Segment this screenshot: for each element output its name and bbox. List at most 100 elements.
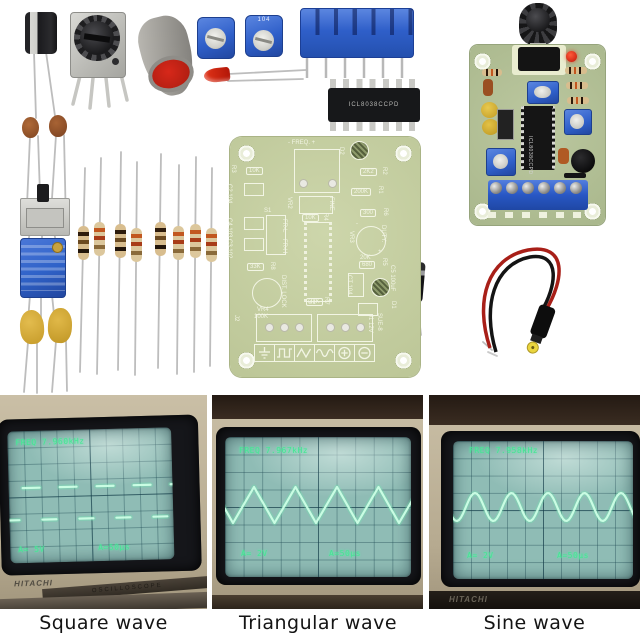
capacitor-yellow — [481, 102, 498, 118]
freq-readout: FREQ 7.958kHz — [469, 446, 539, 455]
assembled-pcb: ICL8038CCPD — [470, 45, 605, 225]
solder-pad — [295, 323, 304, 332]
triangle-wave-symbol — [294, 344, 315, 362]
time-readout: A=50µs — [557, 551, 589, 560]
graticule-center-horizontal — [225, 507, 411, 508]
pot-footprint — [294, 149, 340, 193]
resistor — [567, 97, 589, 104]
crt-screen: FREQ 7.960kHz A= 5V A=50µs — [7, 427, 175, 564]
silkscreen-label: 10K — [302, 214, 319, 222]
plus-symbol — [334, 344, 355, 362]
silkscreen-label: VR4 — [257, 307, 269, 313]
kit-components-area: 104 ICL8038CCPD — [18, 3, 605, 394]
caption-sine-wave: Sine wave — [483, 612, 586, 634]
c4-footprint — [244, 217, 264, 230]
crt-screen: FREQ 7.967kHz A= 2V A=50µs — [225, 437, 411, 577]
potentiometer-hole — [112, 58, 119, 65]
time-readout: A=50µs — [98, 542, 131, 553]
hatched-circle — [371, 278, 390, 297]
dc-barrel-plug — [526, 304, 556, 354]
resistor — [566, 82, 588, 89]
volt-readout: A= 2V — [467, 551, 494, 560]
photo-triangular-wave-scope: FREQ 7.967kHz A= 2V A=50µs — [212, 395, 423, 609]
resistor — [206, 228, 217, 262]
switch-body — [26, 208, 64, 228]
output-symbols-silkscreen — [488, 212, 588, 218]
electrolytic-capacitor — [571, 149, 595, 173]
solder-pad — [280, 323, 289, 332]
volt-readout: A= 2V — [241, 549, 268, 558]
mounting-hole — [474, 203, 491, 220]
resistor — [565, 67, 587, 74]
solder-pad — [265, 323, 274, 332]
slide-switch — [20, 198, 70, 236]
scope-brand: HITACHI — [13, 578, 54, 589]
silkscreen-label: 20K — [360, 255, 371, 261]
mounting-hole — [395, 352, 412, 369]
table-edge — [212, 595, 423, 609]
ceramic-capacitor-brown — [49, 115, 67, 137]
ic-pins-bottom — [330, 122, 418, 131]
screw-terminal — [488, 180, 588, 210]
background-shadow — [429, 395, 640, 425]
time-readout: A=50µs — [329, 549, 361, 558]
d2-hatched-circle — [350, 141, 369, 160]
silkscreen-label: + — [378, 249, 382, 255]
output-symbols-row — [230, 137, 420, 377]
silkscreen-label: 33K — [247, 263, 264, 271]
dip-ic: ICL8038CCPD — [328, 88, 420, 122]
vr3-footprint — [356, 226, 386, 256]
crt-screen: FREQ 7.958kHz A= 2V A=50µs — [453, 441, 633, 579]
trimmer-potentiometer-1 — [197, 17, 235, 59]
mounting-hole — [238, 145, 255, 162]
scope-body: FREQ 7.960kHz A= 5V A=50µs HITACHI OSCIL… — [0, 395, 207, 609]
resistor — [190, 224, 201, 258]
ic-pins-top — [330, 79, 418, 88]
scope-brand: HITACHI — [449, 595, 488, 604]
terminal-screw — [538, 182, 550, 194]
trimmer-vr2 — [527, 81, 559, 104]
terminal-screw — [554, 182, 566, 194]
silkscreen-label: 33K — [306, 298, 323, 306]
capacitor-yellow — [482, 119, 499, 135]
ceramic-capacitor-yellow — [47, 307, 73, 344]
square-wave-trace — [7, 481, 175, 524]
silkscreen-label: 2K2 — [360, 168, 377, 176]
trimmer-vr4 — [486, 148, 516, 176]
ct-footprint — [348, 273, 364, 297]
solder-pad — [326, 323, 335, 332]
silkscreen-label: 200K — [351, 188, 372, 196]
freq-readout: FREQ 7.967kHz — [239, 446, 309, 455]
ground-symbol — [254, 344, 275, 362]
terminal-screw — [570, 182, 582, 194]
vr2-footprint — [299, 196, 333, 214]
electrolytic-capacitor — [25, 12, 57, 54]
resistor — [173, 226, 184, 260]
s1-footprint — [266, 215, 286, 255]
ic-marking: ICL8038CCPD — [527, 136, 533, 175]
freq-readout: FREQ 7.960kHz — [15, 436, 85, 448]
pot-body — [518, 47, 560, 71]
capacitor-orange — [558, 148, 569, 164]
silkscreen-label: - FREQ. + — [288, 140, 316, 146]
diode — [564, 173, 586, 178]
mounting-hole — [584, 53, 601, 70]
resistor — [94, 222, 105, 256]
silkscreen-label: 300 — [360, 209, 377, 217]
solder-pad — [341, 323, 350, 332]
capacitor-brown — [483, 79, 493, 96]
terminal-screw — [506, 182, 518, 194]
silkscreen-label: 100K — [254, 314, 269, 320]
resistor — [482, 69, 502, 76]
resistor — [78, 226, 89, 260]
square-wave-symbol — [274, 344, 295, 362]
trimmer-potentiometer-2: 104 — [245, 15, 283, 57]
terminal-slots — [301, 9, 413, 36]
resistor — [131, 228, 142, 262]
c3-footprint — [244, 238, 264, 251]
terminal-screw — [490, 182, 502, 194]
trimmer-marking: 104 — [257, 17, 271, 23]
